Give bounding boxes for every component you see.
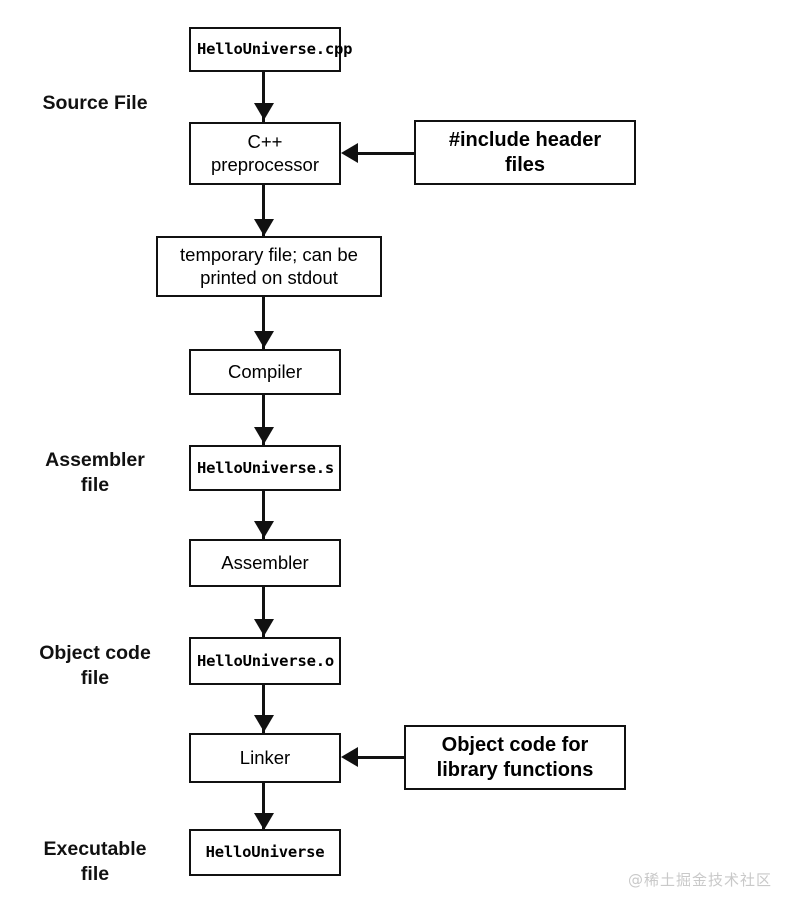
connector-assembler-to-objfile: [262, 587, 265, 647]
connector-preprocessor-to-tempfile: [262, 185, 265, 247]
watermark-text: @稀土掘金技术社区: [627, 871, 772, 889]
node-hellouniverse-cpp-label: HelloUniverse.cpp: [197, 40, 353, 59]
arrowhead-linker-to-executable: [254, 813, 274, 830]
arrowhead-objfile-to-linker: [254, 715, 274, 732]
arrowhead-preprocessor-to-tempfile: [254, 219, 274, 236]
arrowhead-compiler-to-asmfile: [254, 427, 274, 444]
connector-include-to-preprocessor: [352, 152, 414, 155]
connector-library-to-linker: [352, 756, 404, 759]
node-hellouniverse-exe[interactable]: HelloUniverse: [189, 829, 341, 876]
node-include-header-files-label: #include header files: [448, 129, 602, 176]
arrowhead-asmfile-to-assembler: [254, 521, 274, 538]
node-hellouniverse-s-label: HelloUniverse.s: [197, 458, 334, 477]
node-compiler[interactable]: Compiler: [189, 349, 341, 395]
arrowhead-include-to-preprocessor: [341, 143, 358, 163]
node-cpp-preprocessor-label: C++ preprocessor: [211, 130, 319, 175]
node-hellouniverse-s[interactable]: HelloUniverse.s: [189, 445, 341, 491]
node-temporary-file-label: temporary file; can be printed on stdout: [180, 243, 358, 288]
node-assembler-label: Assembler: [221, 551, 309, 573]
node-hellouniverse-exe-label: HelloUniverse: [205, 843, 325, 862]
node-hellouniverse-cpp[interactable]: HelloUniverse.cpp: [189, 27, 353, 72]
node-object-code-library[interactable]: Object code for library functions: [404, 725, 626, 790]
node-compiler-label: Compiler: [227, 360, 303, 382]
arrowhead-assembler-to-objfile: [254, 619, 274, 636]
connector-asmfile-to-assembler: [262, 491, 265, 549]
side-label-assembler-file: Assembler file: [45, 449, 145, 496]
node-object-code-library-label: Object code for library functions: [436, 734, 594, 781]
arrowhead-tempfile-to-compiler: [254, 331, 274, 348]
connector-compiler-to-asmfile: [262, 395, 265, 455]
side-label-object-code-file: Object code file: [39, 642, 151, 689]
connector-tempfile-to-compiler: [262, 297, 265, 359]
node-include-header-files[interactable]: #include header files: [414, 120, 636, 185]
connector-objfile-to-linker: [262, 685, 265, 743]
connector-linker-to-executable: [262, 783, 265, 841]
node-hellouniverse-o[interactable]: HelloUniverse.o: [189, 637, 341, 685]
side-label-executable-file: Executable file: [43, 838, 147, 885]
node-assembler[interactable]: Assembler: [189, 539, 341, 587]
arrowhead-cpp-to-preprocessor: [254, 103, 274, 120]
node-temporary-file[interactable]: temporary file; can be printed on stdout: [156, 236, 382, 297]
node-linker[interactable]: Linker: [189, 733, 341, 783]
arrowhead-library-to-linker: [341, 747, 358, 767]
node-linker-label: Linker: [239, 746, 291, 768]
side-label-source-file: Source File: [42, 92, 148, 114]
node-hellouniverse-o-label: HelloUniverse.o: [197, 651, 334, 670]
node-cpp-preprocessor[interactable]: C++ preprocessor: [189, 122, 341, 185]
